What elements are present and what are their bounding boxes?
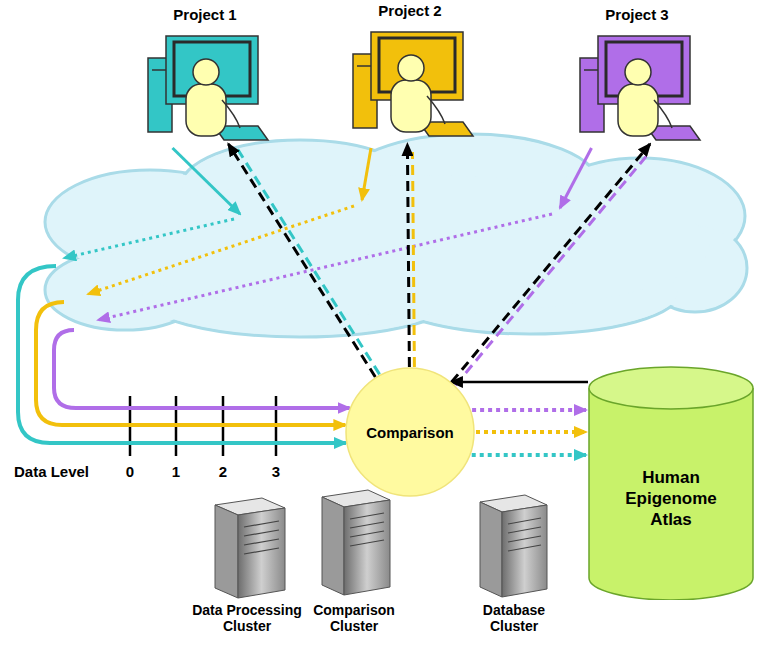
axis-label: Data Level [14, 463, 114, 480]
flow-connector [452, 144, 650, 385]
server-slot [508, 527, 541, 533]
server-slot [244, 548, 279, 554]
cluster-label: Data Processing Cluster [184, 602, 310, 634]
flow-connector [476, 432, 586, 433]
connector-line [237, 148, 380, 374]
level-number: 3 [266, 463, 286, 480]
connector-line [560, 148, 592, 208]
connector-line [228, 144, 375, 377]
connector-line [476, 430, 586, 434]
connector-line [362, 148, 371, 200]
connector-line [452, 144, 650, 382]
server-slot [350, 540, 384, 546]
flow-connector [36, 148, 371, 425]
connector-line [98, 214, 552, 320]
flow-connector [472, 410, 586, 411]
connector-line [455, 153, 648, 385]
server-slot [350, 513, 384, 519]
server-slot [350, 522, 384, 528]
computer-icon [345, 26, 475, 144]
server-slot [350, 531, 384, 537]
project-title: Project 1 [130, 6, 280, 24]
project-title: Project 3 [562, 6, 712, 24]
atlas-label: Human Epigenome Atlas [611, 467, 731, 530]
level-number: 0 [120, 463, 140, 480]
connector-line [18, 266, 346, 443]
comparison-label: Comparison [366, 424, 454, 441]
server-slot [508, 536, 541, 542]
server-slot [244, 539, 279, 545]
connector-line [64, 219, 234, 258]
flow-connector [472, 455, 586, 456]
connector-line [412, 152, 414, 367]
level-number: 1 [166, 463, 186, 480]
flow-connector [451, 382, 588, 383]
cluster-label: Database Cluster [474, 602, 554, 634]
flow-connector [54, 148, 592, 408]
server-slot [508, 545, 541, 551]
project-computer: Project 2 [345, 2, 475, 148]
cluster-label: Comparison Cluster [306, 602, 402, 634]
project-computer: Project 1 [140, 6, 270, 148]
computer-icon [572, 30, 702, 148]
computer-icon [140, 30, 270, 148]
connector-line [54, 330, 350, 408]
level-number: 2 [213, 463, 233, 480]
server-slot [244, 530, 279, 536]
flow-connector [228, 144, 379, 377]
connector-line [407, 144, 409, 367]
comparison-circle: Comparison [345, 367, 475, 497]
connector-line [472, 408, 586, 412]
connector-line [472, 453, 586, 457]
database-cylinder: Human Epigenome Atlas [588, 366, 754, 600]
project-computer: Project 3 [572, 6, 702, 148]
connector-line [451, 381, 588, 384]
project-title: Project 2 [335, 2, 485, 20]
server-slot [508, 518, 541, 524]
flow-connector [18, 148, 346, 443]
flow-connector [407, 144, 414, 367]
server-slot [244, 521, 279, 527]
connector-line [173, 148, 241, 214]
